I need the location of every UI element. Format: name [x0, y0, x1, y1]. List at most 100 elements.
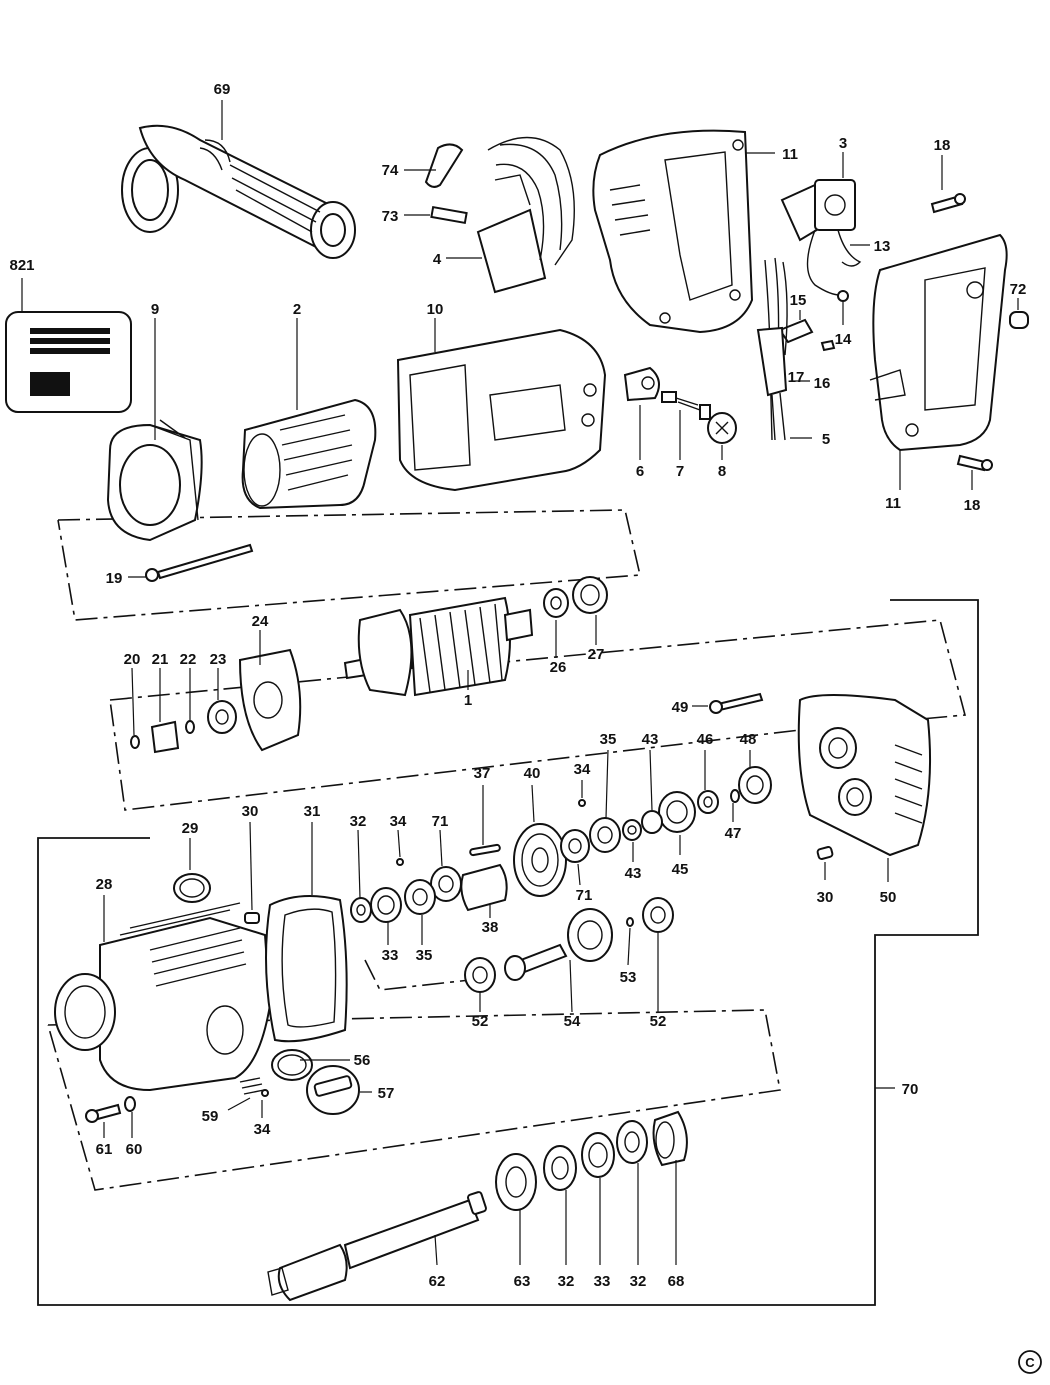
label-52-left: 52	[472, 1013, 489, 1030]
label-73: 73	[382, 208, 399, 225]
label-48: 48	[740, 731, 757, 748]
label-33-bottom: 33	[594, 1273, 611, 1290]
copyright-mark: C	[1018, 1350, 1042, 1374]
label-5: 5	[822, 431, 830, 448]
label-72: 72	[1010, 281, 1027, 298]
switch-assembly	[756, 179, 862, 441]
label-63: 63	[514, 1273, 531, 1290]
label-40: 40	[524, 765, 541, 782]
label-31: 31	[304, 803, 321, 820]
label-20: 20	[124, 651, 141, 668]
label-54: 54	[564, 1013, 581, 1030]
label-43-top: 43	[642, 731, 659, 748]
label-2: 2	[293, 301, 301, 318]
label-49: 49	[672, 699, 689, 716]
label-71-left: 71	[432, 813, 449, 830]
label-70: 70	[902, 1081, 919, 1098]
label-11-top: 11	[782, 146, 798, 163]
label-59: 59	[202, 1108, 219, 1125]
housing-half-right	[869, 193, 1029, 472]
label-23: 23	[210, 651, 227, 668]
gear-washers-left	[350, 858, 436, 923]
gear-housing	[709, 692, 931, 857]
part-labels: 69 74 73 4 11 3 18 13 821 72 15 9 2 10 1…	[9, 81, 1026, 1290]
label-56: 56	[354, 1052, 371, 1069]
label-plate	[5, 311, 132, 413]
assembly-frames	[37, 509, 979, 1306]
label-7: 7	[676, 463, 684, 480]
side-handle	[121, 124, 356, 259]
label-821: 821	[9, 257, 34, 274]
label-18-top: 18	[934, 137, 951, 154]
label-38: 38	[482, 919, 499, 936]
label-26: 26	[550, 659, 567, 676]
gear-sub-frame	[364, 959, 471, 991]
brush-holder-set	[623, 366, 737, 444]
gear-case	[54, 873, 348, 1092]
label-32-b2: 32	[630, 1273, 647, 1290]
label-16: 16	[814, 375, 831, 392]
label-46: 46	[697, 731, 714, 748]
output-spindle	[267, 1110, 688, 1302]
label-29: 29	[182, 820, 199, 837]
chuck-group-frame	[47, 1009, 781, 1191]
label-34-bottom: 34	[254, 1121, 271, 1138]
label-18-bottom: 18	[964, 497, 981, 514]
label-10: 10	[427, 301, 444, 318]
label-19: 19	[106, 570, 123, 587]
label-57: 57	[378, 1085, 395, 1102]
housing-half-left	[592, 129, 754, 334]
label-32-mid: 32	[350, 813, 367, 830]
label-33-mid: 33	[382, 947, 399, 964]
end-cap	[106, 419, 203, 542]
motor-group-frame	[57, 509, 641, 621]
armature-front-parts	[130, 648, 302, 754]
label-45: 45	[672, 861, 689, 878]
label-21: 21	[152, 651, 169, 668]
label-17: 17	[788, 369, 805, 386]
field-stator	[241, 398, 377, 510]
label-15: 15	[790, 292, 807, 309]
label-61: 61	[96, 1141, 113, 1158]
label-30-left: 30	[242, 803, 259, 820]
motor-housing	[396, 328, 607, 492]
label-62: 62	[429, 1273, 446, 1290]
copyright-letter: C	[1025, 1355, 1035, 1370]
label-52-right: 52	[650, 1013, 667, 1030]
label-34-mid: 34	[574, 761, 591, 778]
label-11-right: 11	[885, 495, 901, 512]
label-32-b1: 32	[558, 1273, 575, 1290]
label-60: 60	[126, 1141, 143, 1158]
rear-bearings	[543, 576, 608, 618]
label-4: 4	[433, 251, 442, 268]
label-47: 47	[725, 825, 742, 842]
label-37: 37	[474, 765, 491, 782]
label-22: 22	[180, 651, 197, 668]
label-1: 1	[464, 692, 472, 709]
selector-knob	[85, 1049, 360, 1123]
label-27: 27	[588, 646, 605, 663]
label-43-bottom: 43	[625, 865, 642, 882]
label-68: 68	[668, 1273, 685, 1290]
label-74: 74	[382, 162, 399, 179]
long-screw	[145, 543, 254, 582]
armature	[343, 596, 534, 697]
brush-assembly	[424, 136, 575, 294]
label-30-right: 30	[817, 889, 834, 906]
label-35-bottom: 35	[416, 947, 433, 964]
label-35-top: 35	[600, 731, 617, 748]
label-53: 53	[620, 969, 637, 986]
label-8: 8	[718, 463, 726, 480]
label-14: 14	[835, 331, 852, 348]
label-28: 28	[96, 876, 113, 893]
label-50: 50	[880, 889, 897, 906]
main-gear-set	[430, 799, 590, 912]
label-6: 6	[636, 463, 644, 480]
label-9: 9	[151, 301, 159, 318]
gearbox-kit-frame	[37, 599, 979, 1306]
label-34-left: 34	[390, 813, 407, 830]
label-13: 13	[874, 238, 891, 255]
label-24: 24	[252, 613, 269, 630]
gear-washers-right	[589, 766, 834, 860]
